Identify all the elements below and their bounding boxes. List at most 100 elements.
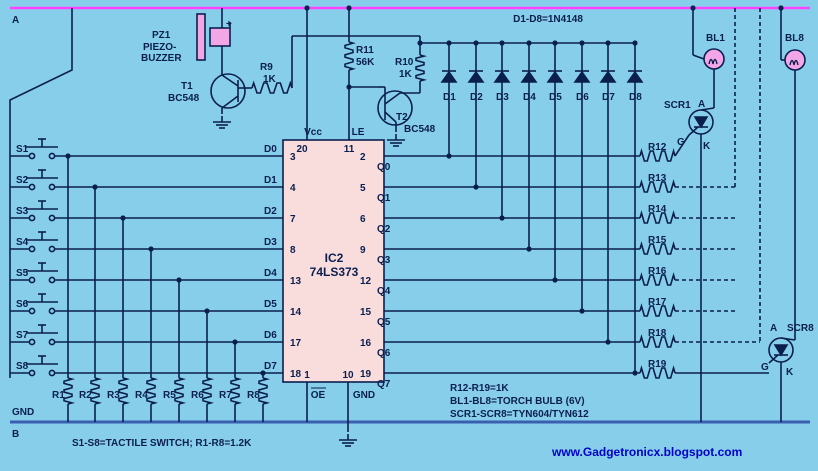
gate-resistor-2 xyxy=(639,179,676,193)
r9-resistor xyxy=(251,80,293,94)
ic-le-pin: 11 xyxy=(344,144,355,155)
ic-output-label-3: Q3 xyxy=(377,255,391,266)
pushbutton-switch-3 xyxy=(26,200,58,222)
diode-2 xyxy=(467,70,485,83)
diode-label-6: D6 xyxy=(576,92,589,103)
pulldown-resistor-7 xyxy=(230,377,243,405)
ic-output-pin-5: 15 xyxy=(360,307,372,318)
ic-le-label: LE xyxy=(352,127,365,138)
buzzer-body xyxy=(209,27,231,47)
pushbutton-switch-7 xyxy=(26,324,58,346)
t2-collector xyxy=(384,92,401,105)
pulldown-label-4: R4 xyxy=(135,390,148,401)
ic-input-pin-3: 8 xyxy=(290,245,296,256)
t1-part: BC548 xyxy=(168,93,200,104)
pulldown-label-5: R5 xyxy=(163,390,176,401)
t2-ground-icon xyxy=(387,134,405,147)
gate-resistor-8 xyxy=(639,365,676,379)
diode-label-2: D2 xyxy=(470,92,483,103)
junction-dot xyxy=(579,40,585,46)
ic-input-pin-5: 14 xyxy=(290,307,302,318)
scr8-icon xyxy=(768,337,794,364)
transistor-t1 xyxy=(210,73,246,109)
ic-input-pin-6: 17 xyxy=(290,338,302,349)
ic-input-pin-1: 4 xyxy=(290,183,296,194)
ic-part: 74LS373 xyxy=(310,265,359,279)
ic-output-pin-3: 9 xyxy=(360,245,366,256)
ic-output-pin-4: 12 xyxy=(360,276,372,287)
pushbutton-switch-8 xyxy=(26,355,58,377)
diode-4 xyxy=(520,70,538,83)
diode-1 xyxy=(440,70,458,83)
t1-ground-icon xyxy=(213,116,231,129)
ic-output-label-2: Q2 xyxy=(377,224,391,235)
pushbutton-switch-6 xyxy=(26,293,58,315)
switch-label-2: S2 xyxy=(16,175,29,186)
piezo-buzzer xyxy=(196,13,206,61)
t2-ref: T2 xyxy=(396,112,408,123)
pushbutton-switch-2 xyxy=(26,169,58,191)
scr1-cathode-label: K xyxy=(703,141,711,152)
gate-resistor-1 xyxy=(639,148,676,162)
ic-body xyxy=(282,139,385,383)
ic-input-label-3: D3 xyxy=(264,237,277,248)
ic-output-label-6: Q6 xyxy=(377,348,391,359)
rail-gnd-label: GND xyxy=(12,407,34,418)
junction-dot xyxy=(65,153,71,159)
buzzer-line2: BUZZER xyxy=(141,53,182,64)
switch-label-6: S6 xyxy=(16,299,29,310)
junction-dot xyxy=(552,40,558,46)
ic-input-label-0: D0 xyxy=(264,144,277,155)
note-bulbs: BL1-BL8=TORCH BULB (6V) xyxy=(450,396,585,407)
r9-label: R9 xyxy=(260,62,273,73)
scr8-anode-label: A xyxy=(770,323,777,334)
ic-output-pin-2: 6 xyxy=(360,214,366,225)
bulb-bl1-label: BL1 xyxy=(706,33,725,44)
diode-label-4: D4 xyxy=(523,92,536,103)
gate-resistor-label-2: R13 xyxy=(648,173,667,184)
gate-resistor-label-7: R18 xyxy=(648,328,667,339)
ic-gnd-label: GND xyxy=(353,390,375,401)
r11-resistor xyxy=(344,41,356,71)
scr1-label: SCR1 xyxy=(664,100,691,111)
r10-label: R10 xyxy=(395,57,414,68)
scr1-gate-label: G xyxy=(677,137,685,148)
switch-label-1: S1 xyxy=(16,144,29,155)
note-diodes: D1-D8=1N4148 xyxy=(513,14,583,25)
pulldown-label-1: R1 xyxy=(52,390,65,401)
pulldown-resistor-8 xyxy=(258,377,271,405)
pulldown-label-3: R3 xyxy=(107,390,120,401)
ic-input-pin-0: 3 xyxy=(290,152,296,163)
diode-5 xyxy=(546,70,564,83)
switch-label-4: S4 xyxy=(16,237,29,248)
bulb-bl8-label: BL8 xyxy=(785,33,804,44)
pulldown-label-6: R6 xyxy=(191,390,204,401)
ic-output-pin-7: 19 xyxy=(360,369,372,380)
junction-dot xyxy=(605,40,611,46)
t2-emitter xyxy=(384,111,397,123)
ic-input-label-5: D5 xyxy=(264,299,277,310)
junction-dot xyxy=(499,40,505,46)
note-switches: S1-S8=TACTILE SWITCH; R1-R8=1.2K xyxy=(72,438,252,449)
diode-label-7: D7 xyxy=(602,92,615,103)
diode-7 xyxy=(599,70,617,83)
pulldown-resistor-3 xyxy=(118,377,131,405)
buzzer-ref: PZ1 xyxy=(152,30,171,41)
ic-input-pin-4: 13 xyxy=(290,276,302,287)
gate-resistor-label-5: R16 xyxy=(648,266,667,277)
pulldown-resistor-6 xyxy=(202,377,215,405)
pulldown-resistor-2 xyxy=(90,377,103,405)
pulldown-label-2: R2 xyxy=(79,390,92,401)
bulb-bl1 xyxy=(703,48,725,70)
ic-oe-pin: 1 xyxy=(304,370,310,381)
scr1-icon xyxy=(688,109,714,136)
wire xyxy=(9,8,73,378)
website-link: www.Gadgetronicx.blogspot.com xyxy=(551,445,742,459)
gate-resistor-label-4: R15 xyxy=(648,235,667,246)
bulb-bl8 xyxy=(784,49,806,71)
ic-gnd-pin: 10 xyxy=(342,370,354,381)
ic-vcc-label: Vcc xyxy=(304,127,322,138)
ic-output-label-4: Q4 xyxy=(377,286,391,297)
pulldown-resistor-1 xyxy=(63,377,76,405)
